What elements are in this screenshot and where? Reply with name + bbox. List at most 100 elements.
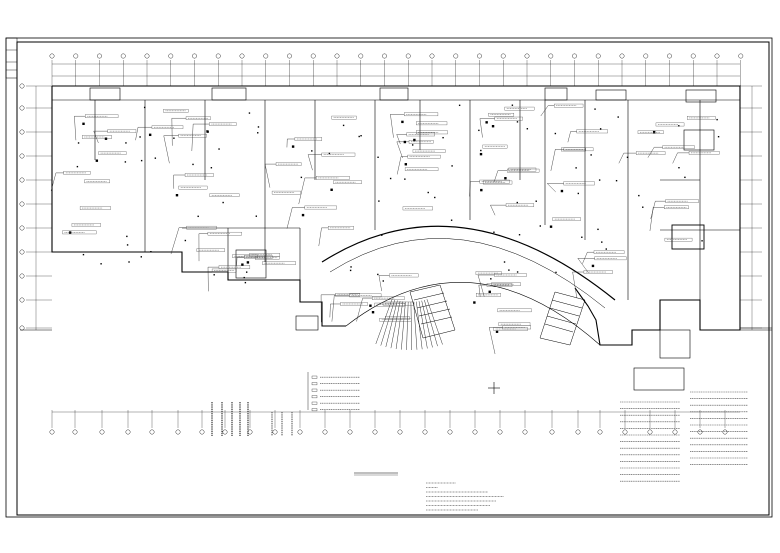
section-marker	[488, 382, 500, 394]
fixture-point	[77, 142, 80, 144]
circuit-tag	[479, 179, 510, 184]
axis-bubble	[72, 429, 78, 435]
fixture-point	[615, 179, 618, 182]
axis-bubble	[49, 53, 55, 59]
axis-bubble	[19, 325, 25, 331]
circuit-tag	[209, 122, 237, 126]
axis-bubble	[19, 297, 25, 303]
circuit-tag	[491, 282, 521, 286]
circuit-run	[356, 297, 373, 322]
fixture-point	[427, 191, 429, 194]
axis-bubble	[19, 177, 25, 183]
stair-block-left	[409, 284, 456, 339]
circuit-run	[390, 114, 405, 138]
bottom-axis-grid	[49, 410, 740, 435]
axis-bubble	[382, 53, 387, 59]
fixture-point	[491, 125, 495, 128]
fixture-point	[100, 263, 102, 265]
circuit-run	[477, 274, 495, 297]
circuit-run	[396, 134, 407, 145]
fixture-point	[213, 274, 215, 276]
fixture-point	[404, 163, 408, 166]
circuit-tag	[331, 115, 357, 120]
circuit-tag	[476, 293, 501, 297]
fixture-point	[458, 104, 461, 107]
circuit-tag	[379, 318, 412, 322]
circuit-tag	[664, 205, 689, 210]
fixture-point	[369, 304, 372, 307]
circuit-run	[298, 177, 317, 205]
fixture-point	[246, 261, 250, 264]
circuit-tag	[209, 193, 240, 197]
fixture-point	[597, 228, 599, 231]
circuit-wiring	[50, 104, 720, 355]
curved-facade	[321, 225, 616, 346]
fixture-point	[291, 145, 295, 148]
fixture-point	[150, 250, 152, 253]
fixture-point	[139, 136, 141, 138]
circuit-run	[50, 172, 64, 192]
fixture-point	[76, 165, 79, 168]
fixture-point	[605, 248, 607, 250]
axis-bubble	[199, 429, 205, 435]
circuit-run	[572, 271, 584, 299]
circuit-run	[378, 275, 390, 292]
fixture-point	[143, 106, 146, 109]
fixture-point	[549, 225, 553, 228]
axis-bubble	[548, 53, 554, 59]
axis-bubble	[19, 105, 25, 111]
circuit-tag	[404, 112, 439, 117]
axis-bubble	[358, 53, 364, 59]
axis-bubble	[73, 53, 79, 59]
fixture-point	[504, 177, 507, 180]
binding-strip	[5, 37, 18, 79]
circuit-tag	[372, 296, 405, 300]
circuit-run	[618, 152, 637, 164]
axis-bubble	[19, 201, 25, 207]
fixture-point	[154, 157, 157, 159]
circuit-tag	[271, 190, 301, 195]
circuit-tag	[486, 283, 513, 287]
circuit-tag	[185, 116, 211, 120]
circuit-tag	[374, 302, 405, 307]
circuit-run	[135, 127, 152, 141]
circuit-tag	[262, 261, 296, 265]
fixture-point	[206, 130, 209, 133]
seating-row	[410, 301, 412, 350]
axis-bubble	[647, 429, 653, 435]
axis-bubble	[322, 429, 328, 435]
circuit-run	[540, 105, 555, 117]
axis-bubble	[595, 53, 601, 59]
circuit-tag	[583, 270, 613, 274]
fixture-point	[349, 269, 352, 272]
circuit-tag	[482, 180, 513, 185]
seating-row	[401, 301, 406, 350]
circuit-run	[577, 258, 595, 274]
fixture-point	[140, 256, 143, 258]
circuit-tag	[475, 271, 502, 275]
fixture-point	[403, 140, 407, 144]
fixture-point	[642, 206, 644, 208]
fixture-point	[516, 121, 519, 123]
axis-bubble	[272, 429, 278, 435]
circuit-tag	[335, 293, 360, 297]
fixture-point	[222, 201, 224, 204]
axis-bubble	[622, 429, 628, 435]
fixture-point	[516, 201, 518, 204]
fixture-point	[413, 138, 416, 142]
circuit-run	[672, 152, 690, 164]
fixture-point	[245, 271, 248, 273]
circuit-tag	[328, 226, 354, 230]
circuit-tag	[406, 132, 435, 137]
circuit-tag	[340, 302, 368, 306]
legend-symbol	[311, 382, 318, 386]
fixture-point	[555, 271, 557, 274]
fixture-point	[358, 135, 360, 138]
circuit-run	[93, 130, 108, 144]
circuit-tag	[416, 130, 448, 135]
fixture-point	[126, 235, 128, 238]
fixture-point	[125, 142, 127, 144]
fixture-point	[493, 231, 495, 233]
circuit-run	[546, 183, 564, 193]
circuit-tag	[505, 203, 535, 207]
